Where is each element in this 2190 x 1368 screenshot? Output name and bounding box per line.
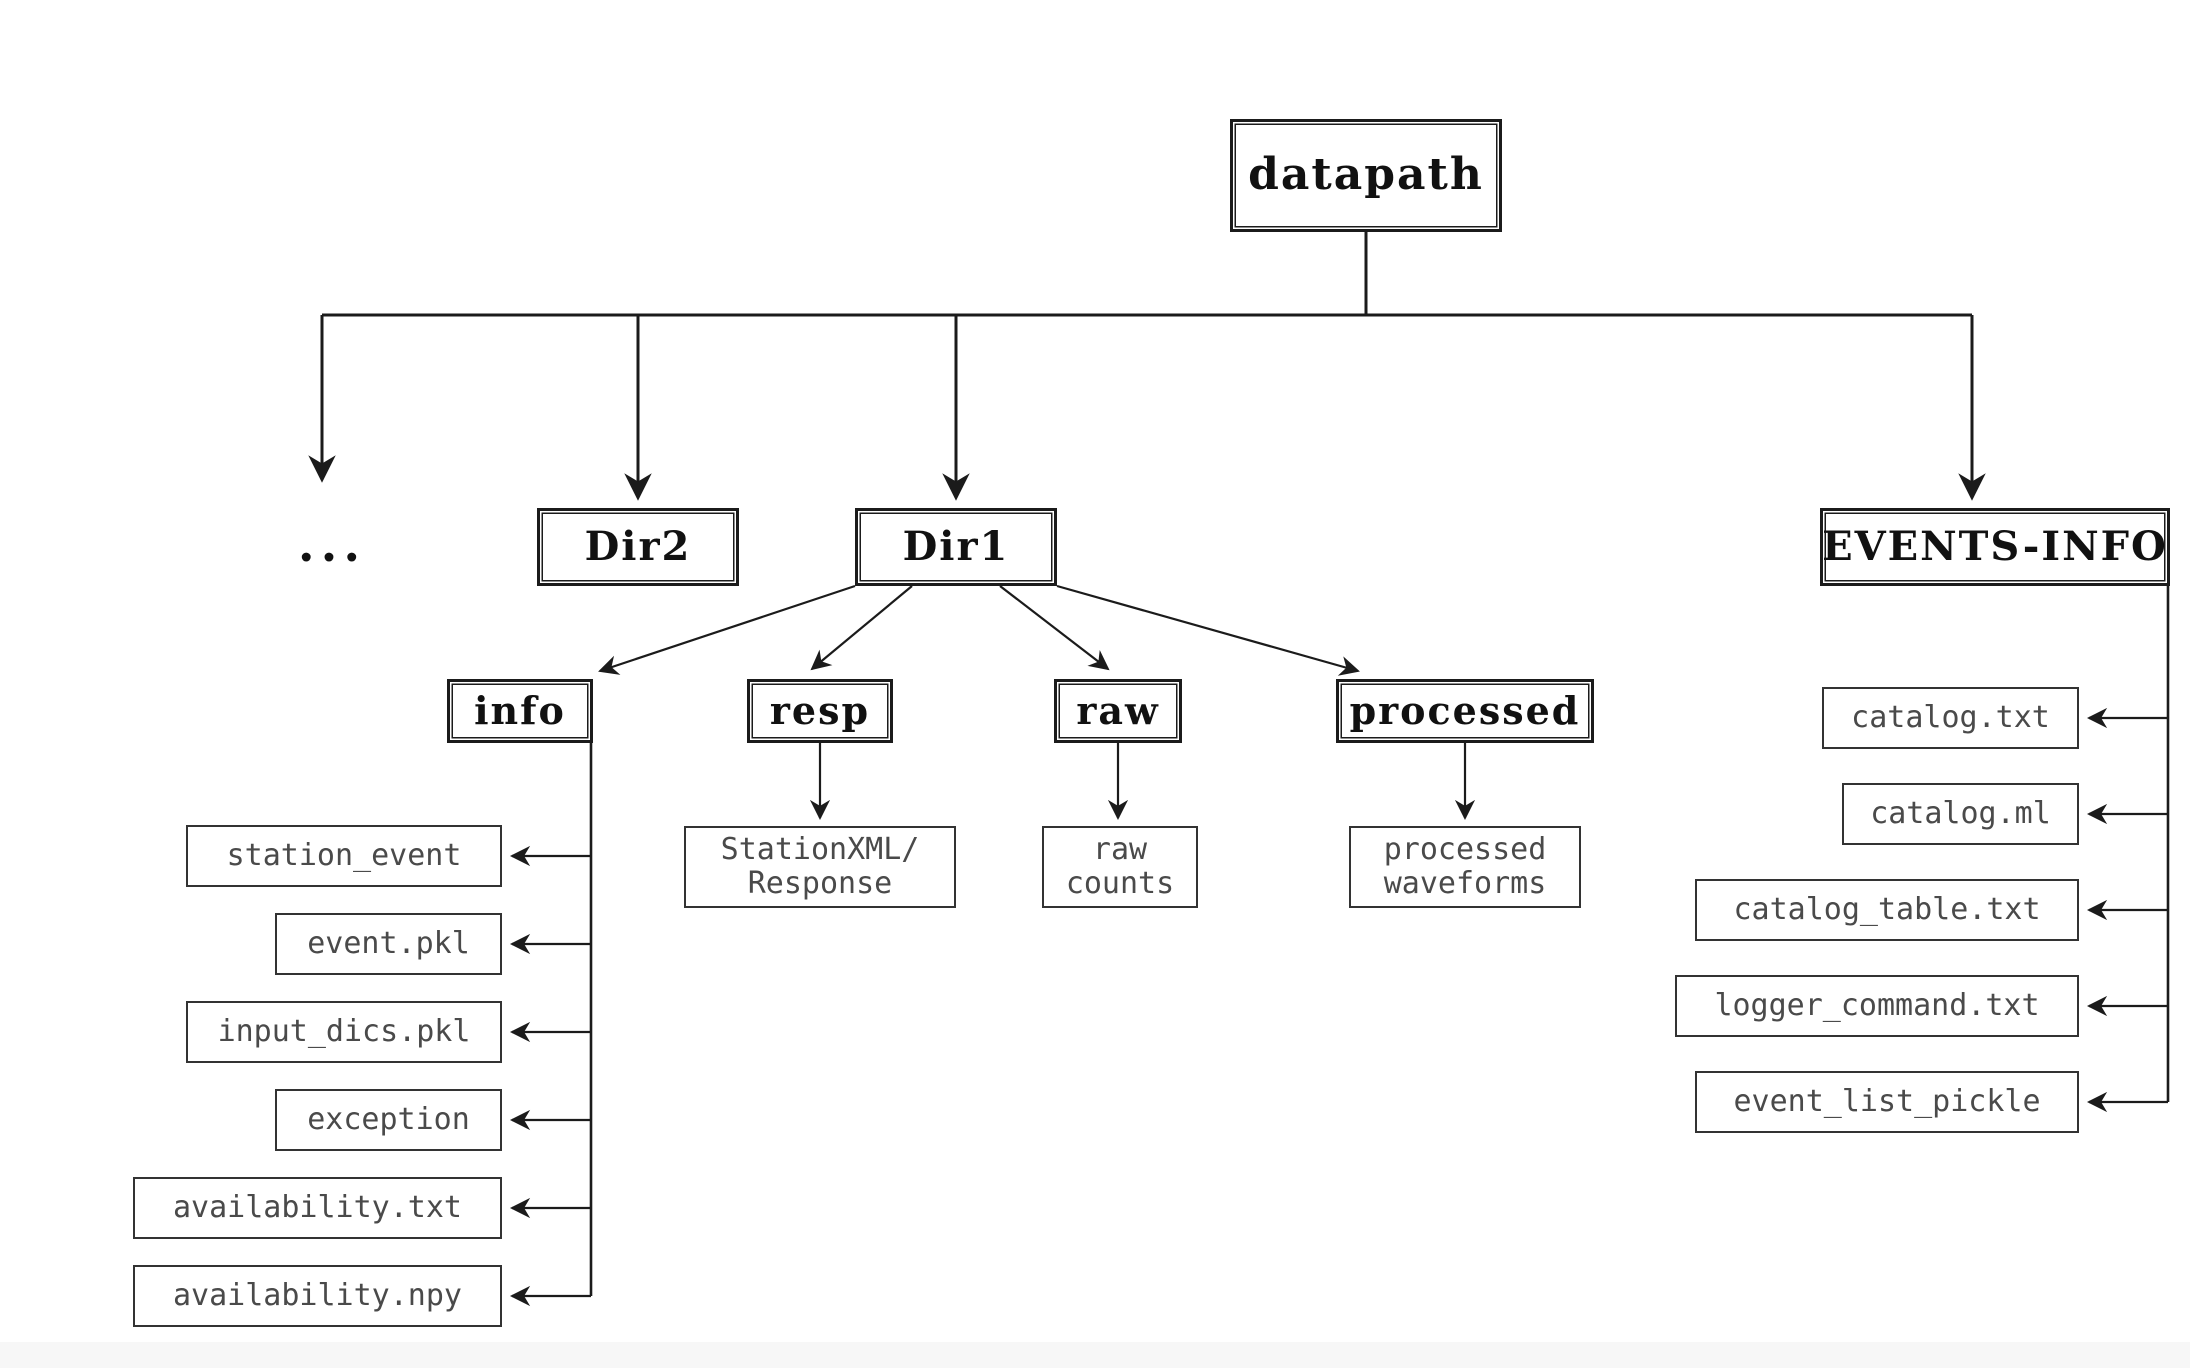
- node-dir1-label: Dir1: [902, 522, 1010, 570]
- node-raw[interactable]: raw: [1054, 679, 1182, 743]
- node-availability-npy[interactable]: availability.npy: [133, 1265, 502, 1327]
- node-event-pkl[interactable]: event.pkl: [275, 913, 502, 975]
- edge-dir1-to-processed: [1056, 584, 1360, 676]
- node-exception-label: exception: [307, 1102, 470, 1138]
- node-station-event[interactable]: station_event: [186, 825, 502, 887]
- node-input-dics-pkl-label: input_dics.pkl: [217, 1014, 471, 1050]
- bottom-band: [0, 1342, 2190, 1368]
- node-info-label: info: [474, 687, 566, 733]
- node-dir2[interactable]: Dir2: [537, 508, 739, 586]
- node-dir2-label: Dir2: [584, 522, 692, 570]
- node-datapath[interactable]: datapath: [1230, 119, 1502, 232]
- node-availability-txt[interactable]: availability.txt: [133, 1177, 502, 1239]
- edge-datapath-trunk: [322, 232, 1972, 317]
- node-catalog-table-txt[interactable]: catalog_table.txt: [1695, 879, 2079, 941]
- node-availability-txt-label: availability.txt: [173, 1190, 462, 1226]
- node-raw-label: raw: [1076, 687, 1160, 733]
- node-info[interactable]: info: [447, 679, 593, 743]
- node-raw-counts-label: raw counts: [1065, 832, 1175, 901]
- edge-events-info-bus: [2086, 586, 2170, 1113]
- node-resp-label: resp: [769, 687, 871, 733]
- node-catalog-txt-label: catalog.txt: [1851, 700, 2050, 736]
- node-processed-label: processed: [1349, 687, 1581, 733]
- node-processed-waveforms[interactable]: processed waveforms: [1349, 826, 1581, 908]
- node-event-list-pickle[interactable]: event_list_pickle: [1695, 1071, 2079, 1133]
- node-input-dics-pkl[interactable]: input_dics.pkl: [186, 1001, 502, 1063]
- edge-dir1-to-info: [598, 584, 856, 675]
- node-station-event-label: station_event: [226, 838, 462, 874]
- node-logger-command-txt[interactable]: logger_command.txt: [1675, 975, 2079, 1037]
- node-ellipsis: ...: [272, 510, 392, 580]
- node-exception[interactable]: exception: [275, 1089, 502, 1151]
- node-events-info[interactable]: EVENTS-INFO: [1820, 508, 2170, 586]
- node-processed[interactable]: processed: [1336, 679, 1594, 743]
- edge-info-bus: [509, 743, 593, 1307]
- node-processed-waveforms-label: processed waveforms: [1383, 832, 1547, 901]
- node-catalog-table-txt-label: catalog_table.txt: [1733, 892, 2041, 928]
- edge-dir1-to-raw: [999, 585, 1110, 671]
- node-logger-command-txt-label: logger_command.txt: [1714, 988, 2040, 1024]
- node-dir1[interactable]: Dir1: [855, 508, 1057, 586]
- node-catalog-ml[interactable]: catalog.ml: [1842, 783, 2079, 845]
- node-catalog-ml-label: catalog.ml: [1870, 796, 2051, 832]
- node-ellipsis-label: ...: [297, 517, 367, 573]
- node-catalog-txt[interactable]: catalog.txt: [1822, 687, 2079, 749]
- node-event-list-pickle-label: event_list_pickle: [1733, 1084, 2041, 1120]
- node-stationxml-response[interactable]: StationXML/ Response: [684, 826, 956, 908]
- edge-dir1-to-resp: [810, 585, 913, 671]
- node-datapath-label: datapath: [1248, 149, 1484, 201]
- node-resp[interactable]: resp: [747, 679, 893, 743]
- node-stationxml-response-label: StationXML/ Response: [720, 832, 920, 901]
- node-raw-counts[interactable]: raw counts: [1042, 826, 1198, 908]
- node-availability-npy-label: availability.npy: [173, 1278, 462, 1314]
- node-event-pkl-label: event.pkl: [307, 926, 470, 962]
- node-events-info-label: EVENTS-INFO: [1822, 522, 2168, 570]
